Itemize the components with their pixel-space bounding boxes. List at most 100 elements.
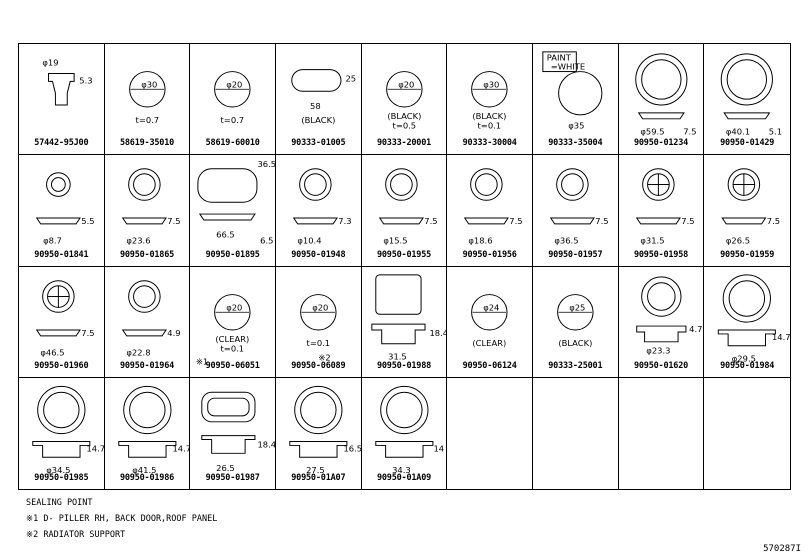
- dimension-label: 7.5: [424, 216, 437, 226]
- part-drawing: 36.566.56.5: [197, 159, 275, 246]
- dimension-label: φ29.5: [732, 353, 756, 363]
- part-drawing: 7.5 φ15.5: [378, 168, 437, 246]
- dimension-label: (CLEAR): [216, 333, 250, 343]
- part-number: 57442-95J00: [34, 138, 89, 149]
- part-number: 90950-01865: [119, 249, 175, 260]
- dimension-label: 18.4: [258, 439, 275, 449]
- dimension-label: φ15.5: [383, 236, 407, 246]
- part-number: 90950-01957: [548, 249, 603, 260]
- dimension-label: 6.5: [260, 236, 273, 246]
- empty-cell: [533, 377, 619, 489]
- part-number: 90950-01958: [633, 249, 689, 260]
- part-number: 90333-01005: [291, 138, 346, 149]
- dimension-label: φ30: [141, 79, 157, 89]
- part-number: 90333-25001: [548, 360, 603, 371]
- dimension-label: t=0.1: [307, 337, 331, 347]
- dimension-label: 31.5: [388, 351, 407, 361]
- dimension-label: φ8.7: [43, 236, 62, 246]
- footer-note-2: ※2 RADIATOR SUPPORT: [26, 530, 126, 540]
- dimension-label: 7.5: [167, 216, 180, 226]
- dimension-label: 14: [433, 443, 444, 453]
- part-number: 90950-01955: [376, 249, 432, 260]
- dimension-label: ※1: [196, 356, 208, 366]
- part-number: 90950-01841: [34, 249, 89, 260]
- part-drawing: 16.527.5: [289, 385, 361, 475]
- part-drawing: [533, 378, 618, 489]
- dimension-label: 7.5: [510, 216, 523, 226]
- dimension-label: φ31.5: [640, 236, 664, 246]
- footer-title: SEALING POINT: [26, 498, 93, 508]
- dimension-label: (BLACK): [387, 111, 421, 121]
- dimension-label: (BLACK): [558, 337, 592, 347]
- dimension-label: ※2: [318, 352, 330, 362]
- dimension-label: 5.5: [81, 216, 94, 226]
- part-number: 90950-06124: [462, 360, 517, 371]
- dimension-label: 7.5: [767, 216, 780, 226]
- part-number: 90950-01960: [34, 360, 89, 371]
- dimension-label: 4.7: [689, 323, 702, 333]
- dimension-label: (BLACK): [473, 111, 507, 121]
- dimension-label: 36.5: [258, 159, 275, 169]
- dimension-label: φ22.8: [126, 347, 150, 357]
- dimension-label: 34.3: [392, 465, 411, 475]
- part-drawing: [619, 378, 704, 489]
- dimension-label: φ10.4: [297, 236, 321, 246]
- dimension-label: 7.5: [683, 127, 696, 137]
- part-cell: 7.5 φ15.5 90950-01955: [361, 155, 448, 267]
- part-drawing: φ24(CLEAR): [471, 293, 508, 347]
- dimension-label: 26.5: [216, 463, 235, 473]
- part-number: 90333-20001: [376, 138, 432, 149]
- dimension-label: φ40.1: [726, 127, 750, 137]
- part-drawing: [704, 378, 790, 489]
- part-drawing: 18.4 26.5: [201, 391, 275, 473]
- part-number: 90333-30004: [462, 138, 517, 149]
- dimension-label: PAINT: [547, 53, 572, 63]
- dimension-label: 27.5: [306, 465, 325, 475]
- part-cell: φ30 t=0.7 58619-35010: [104, 44, 191, 156]
- part-number: 90950-01984: [720, 360, 775, 371]
- empty-cell: [447, 377, 533, 489]
- empty-cell: [619, 377, 705, 489]
- part-number: 90950-01A09: [376, 473, 432, 483]
- part-number: 58619-35010: [119, 138, 175, 149]
- dimension-label: φ19: [42, 58, 58, 68]
- dimension-label: t=0.7: [135, 115, 159, 125]
- part-number: 90950-01964: [119, 360, 175, 371]
- dimension-label: 7.5: [81, 327, 94, 337]
- dimension-label: φ20: [398, 79, 414, 89]
- part-number: 90950-01956: [462, 249, 517, 260]
- illustration-ref: 570287I: [763, 544, 801, 554]
- dimension-label: φ35: [568, 121, 584, 131]
- part-number: 90950-01895: [205, 249, 260, 260]
